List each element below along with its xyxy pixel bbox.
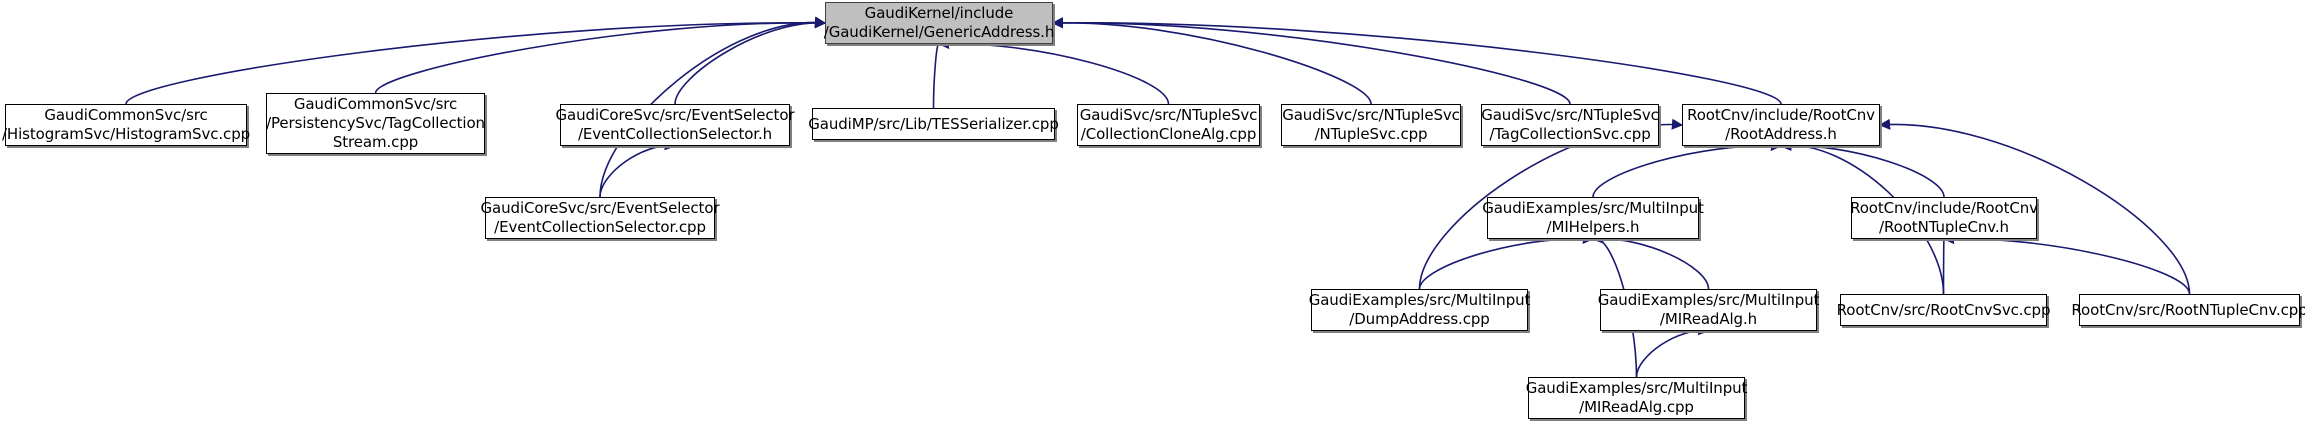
graph-node-label: GaudiSvc/src/NTupleSvc /CollectionCloneA… bbox=[1079, 106, 1258, 143]
graph-node-mireadalg_cpp[interactable]: GaudiExamples/src/MultiInput /MIReadAlg.… bbox=[1526, 377, 1747, 419]
graph-edge-eventcollectionselector_h-to-genericaddress_h bbox=[674, 16, 827, 105]
graph-edge-ntuplesvc_cpp-to-genericaddress_h bbox=[1051, 17, 1372, 105]
graph-node-label: GaudiExamples/src/MultiInput /MIReadAlg.… bbox=[1525, 379, 1748, 416]
graph-edge-dumpaddress_cpp-to-mihelpers_h bbox=[1418, 232, 1595, 290]
graph-edge-eventcollectionselector_cpp-to-eventcollectionselector_h bbox=[599, 139, 677, 198]
graph-node-ntuplesvc_cpp[interactable]: GaudiSvc/src/NTupleSvc /NTupleSvc.cpp bbox=[1281, 104, 1461, 146]
graph-node-eventcollectionselector_cpp[interactable]: GaudiCoreSvc/src/EventSelector /EventCol… bbox=[481, 197, 720, 239]
graph-node-rootntuplecnv_h[interactable]: RootCnv/include/RootCnv /RootNTupleCnv.h bbox=[1850, 197, 2038, 239]
graph-node-label: GaudiExamples/src/MultiInput /DumpAddres… bbox=[1308, 291, 1531, 328]
graph-node-mireadalg_h[interactable]: GaudiExamples/src/MultiInput /MIReadAlg.… bbox=[1598, 289, 1819, 331]
graph-node-label: GaudiCoreSvc/src/EventSelector /EventCol… bbox=[480, 199, 720, 236]
graph-edge-tesserializer_cpp-to-genericaddress_h bbox=[929, 32, 940, 109]
graph-edge-collectionclonealg_cpp-to-genericaddress_h bbox=[937, 37, 1170, 105]
graph-node-label: GaudiMP/src/Lib/TESSerializer.cpp bbox=[808, 114, 1059, 133]
graph-node-label: RootCnv/src/RootCnvSvc.cpp bbox=[1836, 300, 2051, 319]
graph-node-rootcnvsvc_cpp[interactable]: RootCnv/src/RootCnvSvc.cpp bbox=[1837, 294, 2051, 326]
graph-edge-tagcollectionsvc_cpp-to-genericaddress_h bbox=[1051, 17, 1571, 105]
graph-node-rootaddress_h[interactable]: RootCnv/include/RootCnv /RootAddress.h bbox=[1682, 104, 1880, 146]
graph-node-label: RootCnv/include/RootCnv /RootAddress.h bbox=[1687, 106, 1875, 143]
graph-edge-mihelpers_h-to-rootaddress_h bbox=[1592, 139, 1783, 198]
graph-node-rootntuplecnv_cpp[interactable]: RootCnv/src/RootNTupleCnv.cpp bbox=[2071, 294, 2305, 326]
graph-node-label: GaudiExamples/src/MultiInput /MIHelpers.… bbox=[1482, 199, 1704, 236]
graph-node-genericaddress_h[interactable]: GaudiKernel/include /GaudiKernel/Generic… bbox=[824, 2, 1054, 44]
graph-edge-eventcollectionselector_cpp-to-genericaddress_h bbox=[599, 16, 827, 198]
graph-node-histogramsvc_cpp[interactable]: GaudiCommonSvc/src /HistogramSvc/Histogr… bbox=[2, 104, 250, 146]
graph-node-label: GaudiSvc/src/NTupleSvc /TagCollectionSvc… bbox=[1481, 106, 1659, 143]
graph-node-label: GaudiSvc/src/NTupleSvc /NTupleSvc.cpp bbox=[1282, 106, 1460, 143]
graph-edge-rootntuplecnv_cpp-to-rootaddress_h bbox=[1878, 118, 2191, 295]
graph-edge-rootntuplecnv_cpp-to-rootntuplecnv_h bbox=[1942, 233, 2191, 295]
graph-node-eventcollectionselector_h[interactable]: GaudiCoreSvc/src/EventSelector /EventCol… bbox=[556, 104, 795, 146]
graph-node-tagcollectionstream_cpp[interactable]: GaudiCommonSvc/src /PersistencySvc/TagCo… bbox=[266, 93, 485, 154]
graph-edge-histogramsvc_cpp-to-genericaddress_h bbox=[125, 17, 827, 105]
graph-node-collectionclonealg_cpp[interactable]: GaudiSvc/src/NTupleSvc /CollectionCloneA… bbox=[1077, 104, 1260, 146]
graph-node-label: GaudiCommonSvc/src /HistogramSvc/Histogr… bbox=[1, 106, 251, 143]
graph-edge-mireadalg_cpp-to-mireadalg_h bbox=[1635, 324, 1710, 378]
graph-edge-rootcnvsvc_cpp-to-rootntuplecnv_h bbox=[1937, 228, 1950, 295]
graph-node-label: GaudiKernel/include /GaudiKernel/Generic… bbox=[823, 4, 1055, 41]
graph-node-tagcollectionsvc_cpp[interactable]: GaudiSvc/src/NTupleSvc /TagCollectionSvc… bbox=[1481, 104, 1659, 146]
graph-edge-mireadalg_cpp-to-mihelpers_h bbox=[1591, 229, 1638, 378]
graph-node-tesserializer_cpp[interactable]: GaudiMP/src/Lib/TESSerializer.cpp bbox=[808, 108, 1059, 140]
graph-edge-rootcnvsvc_cpp-to-rootaddress_h bbox=[1779, 139, 1945, 295]
graph-node-dumpaddress_cpp[interactable]: GaudiExamples/src/MultiInput /DumpAddres… bbox=[1309, 289, 1530, 331]
graph-node-mihelpers_h[interactable]: GaudiExamples/src/MultiInput /MIHelpers.… bbox=[1482, 197, 1704, 239]
graph-node-label: RootCnv/include/RootCnv /RootNTupleCnv.h bbox=[1850, 199, 2038, 236]
graph-edge-mireadalg_h-to-mihelpers_h bbox=[1591, 232, 1710, 290]
graph-edge-tagcollectionstream_cpp-to-genericaddress_h bbox=[374, 17, 827, 94]
graph-node-label: GaudiCommonSvc/src /PersistencySvc/TagCo… bbox=[266, 95, 485, 151]
graph-node-label: RootCnv/src/RootNTupleCnv.cpp bbox=[2071, 300, 2305, 319]
graph-node-label: GaudiCoreSvc/src/EventSelector /EventCol… bbox=[555, 106, 795, 143]
graph-edge-rootaddress_h-to-genericaddress_h bbox=[1051, 17, 1782, 105]
graph-node-label: GaudiExamples/src/MultiInput /MIReadAlg.… bbox=[1597, 291, 1820, 328]
